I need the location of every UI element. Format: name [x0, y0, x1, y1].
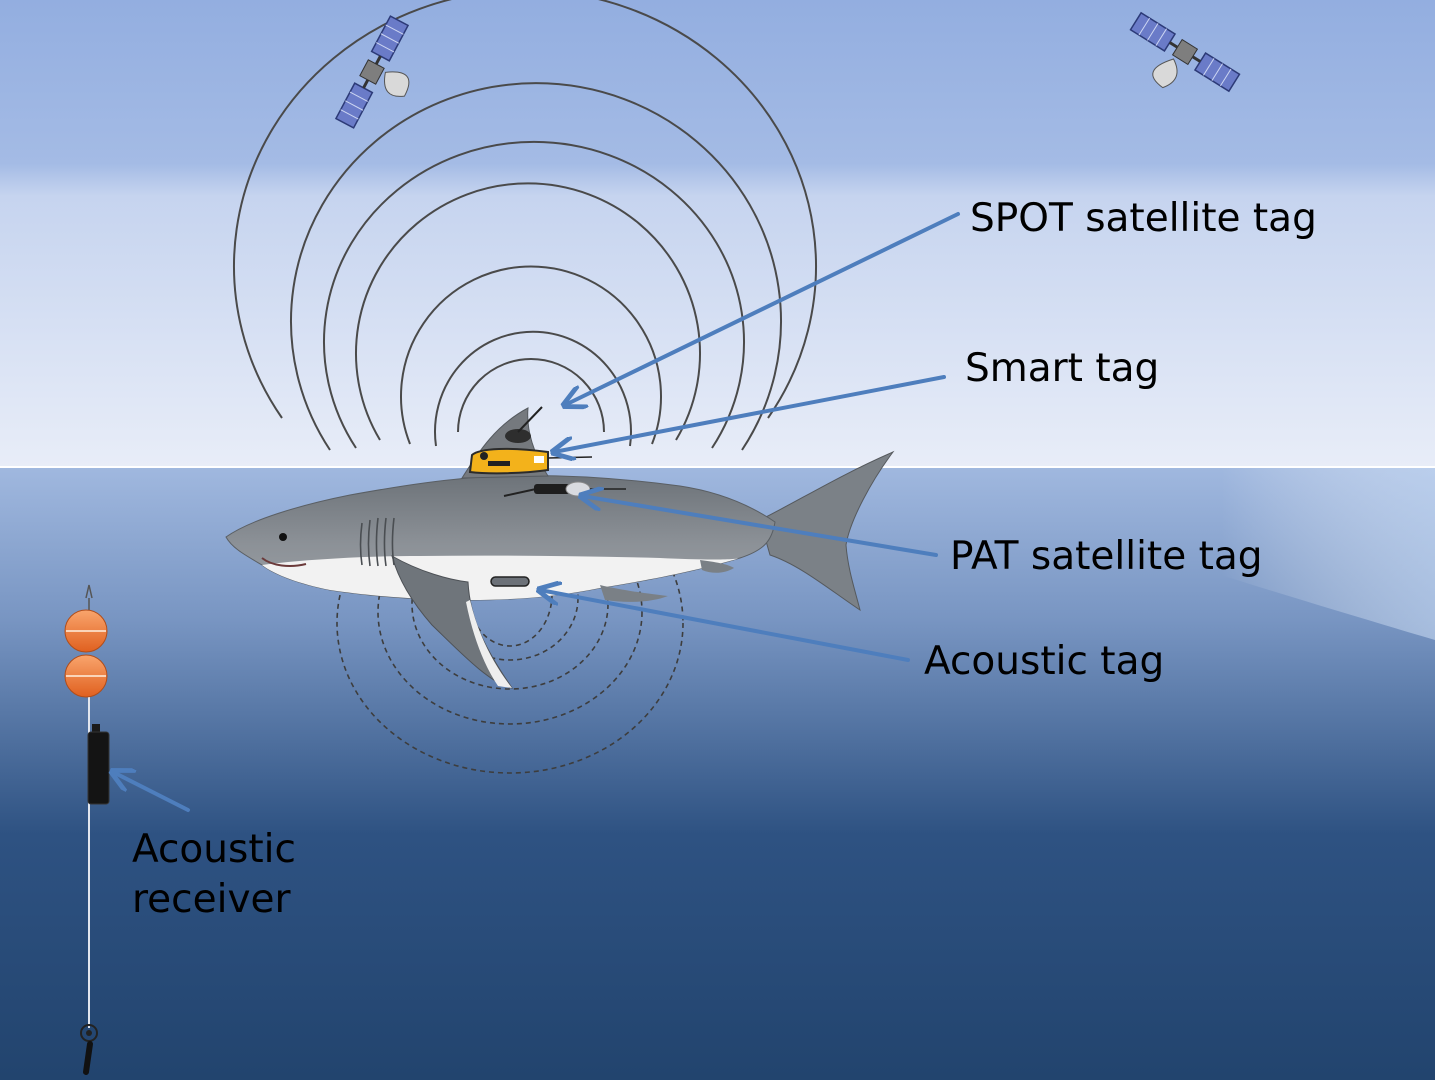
satellite-icon: [1129, 11, 1241, 93]
receiver-mooring: [64, 584, 110, 1075]
sea-shine: [900, 467, 1435, 640]
satellite-signal-waves: [233, 0, 817, 451]
smart-tag-arrow: [554, 375, 946, 452]
acoustic-receiver-label-line1: Acoustic: [132, 827, 296, 872]
smart-tag-label: Smart tag: [965, 346, 1160, 391]
acoustic-receiver-icon: [87, 724, 110, 805]
acoustic-tag-arrow: [540, 590, 910, 662]
spot-tag-icon: [505, 406, 543, 443]
pat-satellite-tag-label: PAT satellite tag: [950, 534, 1263, 579]
sky: [0, 0, 1435, 467]
satellite-icon: [334, 15, 410, 129]
buoy-icon: [64, 609, 108, 653]
acoustic-receiver-label: Acoustic receiver: [132, 825, 296, 925]
spot-tag-arrow: [565, 212, 960, 405]
smart-tag-icon: [468, 447, 593, 475]
acoustic-tag-icon: [490, 576, 530, 587]
acoustic-receiver-label-line2: receiver: [132, 877, 291, 922]
acoustic-receiver-arrow: [113, 772, 190, 812]
anchor-icon: [80, 1024, 98, 1075]
acoustic-tag-label: Acoustic tag: [924, 639, 1165, 684]
pat-tag-arrow: [582, 496, 938, 557]
buoy-icon: [64, 654, 108, 698]
leader-arrows: [113, 212, 960, 812]
spot-satellite-tag-label: SPOT satellite tag: [970, 196, 1317, 241]
